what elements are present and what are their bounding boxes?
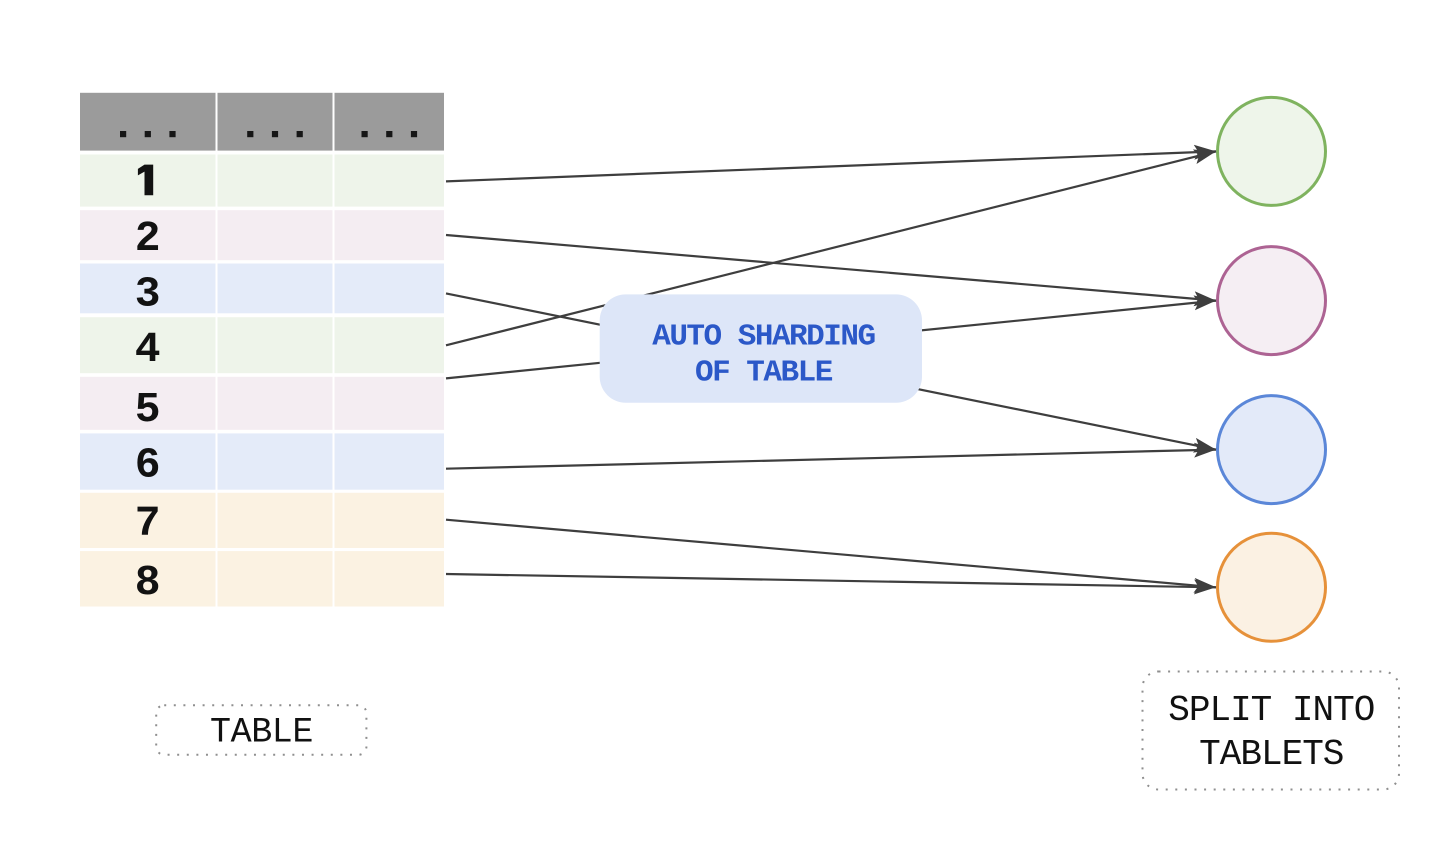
svg-text:TABLETS: TABLETS (1199, 734, 1343, 775)
svg-text:TABLE: TABLE (210, 712, 313, 752)
svg-text:AUTO SHARDING: AUTO SHARDING (652, 319, 875, 354)
svg-text:8: 8 (135, 558, 161, 607)
svg-text:6: 6 (135, 441, 161, 490)
svg-text:SPLIT INTO: SPLIT INTO (1168, 690, 1374, 731)
svg-text:4: 4 (135, 325, 161, 374)
svg-text:7: 7 (135, 499, 161, 548)
svg-text:2: 2 (135, 214, 161, 263)
svg-text:5: 5 (135, 385, 161, 434)
svg-text:OF TABLE: OF TABLE (695, 356, 833, 391)
svg-text:3: 3 (135, 269, 161, 318)
